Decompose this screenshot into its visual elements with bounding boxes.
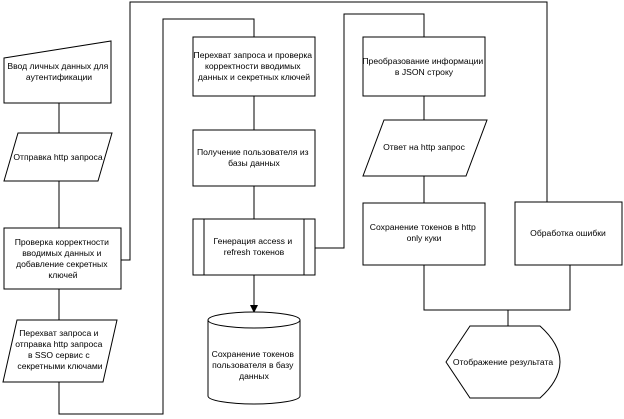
- shapes: [2, 36, 623, 405]
- node-label-error: Обработка ошибки: [530, 228, 606, 238]
- process-shape-error: [514, 201, 623, 266]
- process-shape-validate: [3, 227, 122, 290]
- node-label-cookies: Сохранение токенов в http only куки: [370, 222, 478, 243]
- labels: Ввод личных данных для аутентификации От…: [7, 50, 606, 381]
- predefined-process-shape-gentokens: [192, 218, 316, 276]
- node-label-send: Отправка http запроса: [13, 152, 102, 162]
- data-shape-send: [3, 132, 113, 182]
- edge-cookies-display: [423, 265, 509, 326]
- connectors: [58, 1, 571, 415]
- node-label-input: Ввод личных данных для аутентификации: [7, 61, 110, 82]
- node-label-getuser: Получение пользователя из базы данных: [197, 147, 311, 168]
- edge-gentokens-savedb-arrowhead: [250, 305, 258, 313]
- node-label-gentokens: Генерация access и refresh токенов: [213, 236, 294, 257]
- edge-gentokens-tojson: [315, 13, 425, 249]
- process-shape-cookies: [362, 202, 486, 266]
- database-shape-savedb: [207, 311, 301, 405]
- edge-intercept1-intercept2: [58, 18, 255, 415]
- node-label-tojson: Преобразование информации в JSON строку: [362, 56, 485, 77]
- display-shape-display: [445, 325, 561, 399]
- manual-input-shape-input: [3, 40, 112, 104]
- node-label-savedb: Сохранение токенов пользователя в базу д…: [212, 349, 297, 381]
- node-label-intercept1: Перехват запроса и отправка http запроса…: [15, 328, 105, 371]
- node-label-validate: Проверка корректности вводимых данных и …: [15, 237, 112, 280]
- node-label-display: Отображение результата: [453, 357, 553, 367]
- data-shape-response: [362, 119, 488, 177]
- process-shape-intercept2: [192, 36, 316, 97]
- process-shape-getuser: [192, 129, 316, 187]
- edge-validate-error: [121, 1, 548, 261]
- process-shape-tojson: [362, 36, 486, 97]
- node-label-response: Ответ на http запрос: [383, 142, 465, 152]
- edge-error-display: [508, 265, 571, 311]
- node-label-intercept2: Перехват запроса и проверка корректности…: [194, 50, 315, 82]
- data-shape-intercept1: [2, 319, 118, 383]
